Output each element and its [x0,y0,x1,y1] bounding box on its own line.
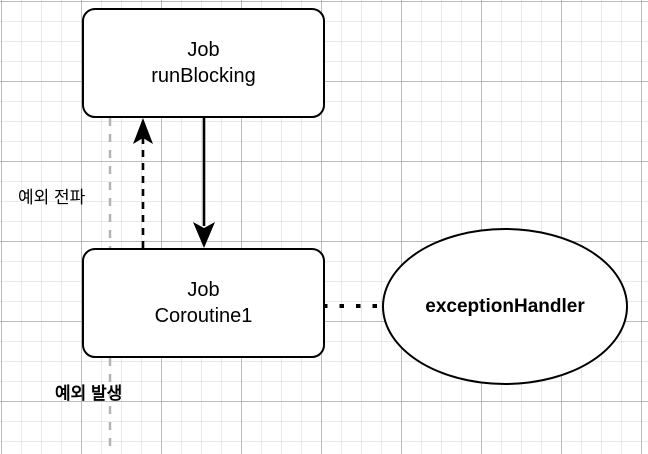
propagation-arrow-head [133,118,153,144]
node-job-runblocking[interactable]: Job runBlocking [82,8,325,118]
label-exception-propagation: 예외 전파 [18,188,86,207]
launch-arrow-head [193,222,215,248]
node-exception-handler-label: exceptionHandler [425,295,585,317]
node-job-runblocking-line2: runBlocking [151,65,256,87]
label-exception-raised: 예외 발생 [55,384,123,403]
node-exception-handler[interactable]: exceptionHandler [382,228,628,385]
node-job-coroutine1[interactable]: Job Coroutine1 [82,248,325,358]
node-job-coroutine1-line2: Coroutine1 [154,305,253,327]
node-job-coroutine1-line1: Job [187,278,220,301]
node-job-runblocking-line1: Job [187,38,220,61]
